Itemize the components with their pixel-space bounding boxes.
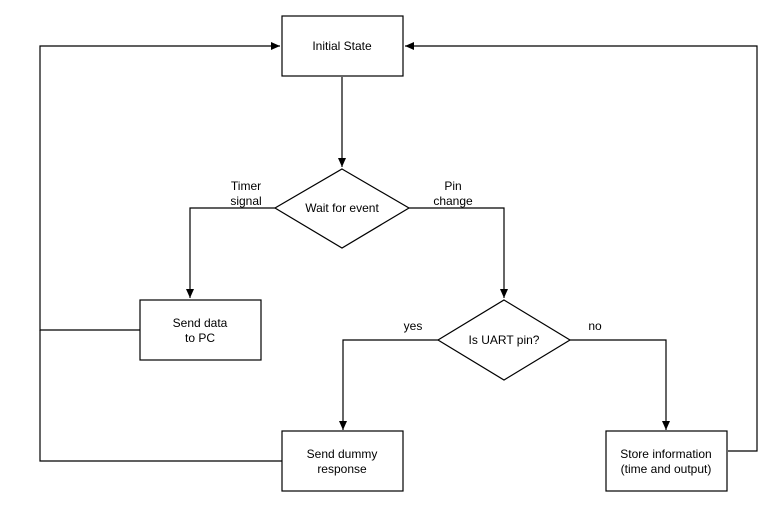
- label-wait-for-event: Wait for event: [305, 201, 379, 215]
- node-send-dummy: [281, 430, 404, 492]
- edge-send-dummy-loop: [39, 330, 282, 462]
- edge-uart-yes: [339, 339, 438, 430]
- edge-label-pin-1: Pin: [444, 179, 461, 193]
- label-store-info-2: (time and output): [621, 462, 712, 476]
- label-initial-state: Initial State: [312, 39, 372, 53]
- label-send-data-2: to PC: [185, 331, 215, 345]
- label-send-data-1: Send data: [173, 316, 228, 330]
- edge-label-timer-1: Timer: [231, 179, 261, 193]
- edge-label-pin-2: change: [433, 194, 473, 208]
- node-send-data: [139, 299, 262, 361]
- edge-label-timer-2: signal: [230, 194, 261, 208]
- label-send-dummy-1: Send dummy: [307, 447, 378, 461]
- edge-wait-to-uart: [409, 207, 508, 298]
- node-wait-for-event: [273, 168, 411, 249]
- label-store-info-1: Store information: [620, 447, 711, 461]
- label-is-uart-pin: Is UART pin?: [469, 333, 540, 347]
- edge-label-no: no: [588, 319, 602, 333]
- edge-label-yes: yes: [404, 319, 423, 333]
- label-send-dummy-2: response: [317, 462, 367, 476]
- edge-wait-to-send-data: [186, 207, 275, 298]
- edge-send-data-loop: [39, 42, 280, 331]
- node-initial-state: [281, 15, 404, 77]
- edge-store-loop: [405, 42, 758, 452]
- edge-uart-no: [570, 339, 670, 430]
- node-is-uart-pin: [436, 299, 572, 381]
- node-store-info: [605, 430, 728, 492]
